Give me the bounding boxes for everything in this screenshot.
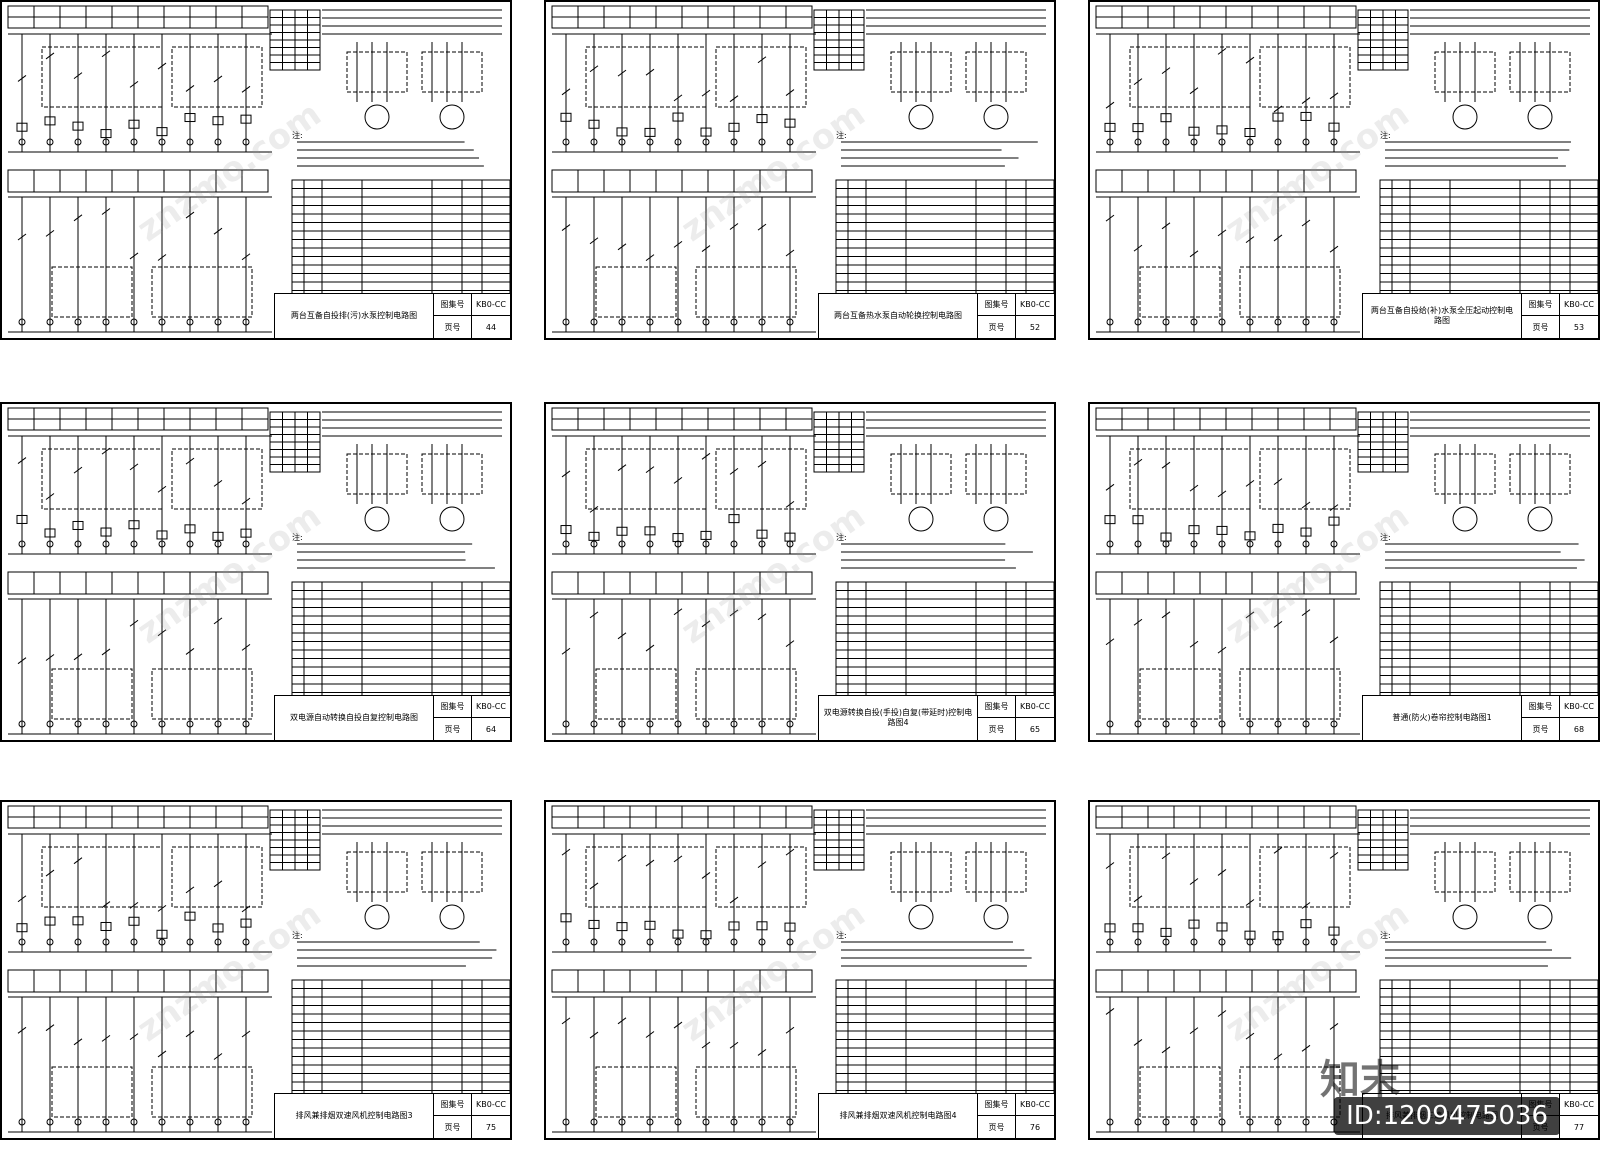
image-id-badge: ID:1209475036 — [1334, 1097, 1560, 1135]
page-number: 68 — [1573, 724, 1585, 734]
sheet-title: 两台互备自投排(污)水泵控制电路图 — [275, 294, 434, 338]
page-label: 页号 — [434, 316, 472, 338]
atlas-number: KB0-CC — [1560, 1094, 1598, 1116]
notes-heading: 注: — [1380, 931, 1391, 940]
circuit-schematic — [7, 407, 510, 735]
notes-heading: 注: — [836, 931, 847, 940]
atlas-number: KB0-CC — [472, 696, 510, 718]
atlas-number: KB0-CC — [1560, 696, 1598, 718]
sheet-title: 排风兼排烟双速风机控制电路图3 — [275, 1094, 434, 1138]
page-number: 75 — [485, 1122, 497, 1132]
atlas-number: KB0-CC — [1560, 294, 1598, 316]
atlas-label: 图集号 — [434, 696, 472, 718]
logo-watermark: 知末 — [1320, 1057, 1400, 1103]
atlas-number: KB0-CC — [472, 1094, 510, 1116]
sheet-title: 双电源自动转换自投自复控制电路图 — [275, 696, 434, 740]
atlas-label: 图集号 — [1522, 696, 1560, 718]
page-label: 页号 — [434, 718, 472, 740]
circuit-schematic — [551, 805, 1054, 1133]
page-number: 65 — [1029, 724, 1041, 734]
notes-heading: 注: — [836, 131, 847, 140]
sheet-title: 两台互备热水泵自动轮换控制电路图 — [819, 294, 978, 338]
page-label: 页号 — [978, 718, 1016, 740]
page-number: 64 — [485, 724, 497, 734]
page-label: 页号 — [978, 316, 1016, 338]
atlas-number: KB0-CC — [1016, 696, 1054, 718]
page-label: 页号 — [1522, 718, 1560, 740]
page-number: 53 — [1573, 322, 1585, 332]
notes-heading: 注: — [292, 533, 303, 542]
notes-heading: 注: — [836, 533, 847, 542]
page-number: 44 — [485, 322, 497, 332]
atlas-number: KB0-CC — [1016, 1094, 1054, 1116]
page-number: 77 — [1573, 1122, 1585, 1132]
circuit-schematic — [551, 5, 1054, 333]
notes-heading: 注: — [292, 131, 303, 140]
atlas-label: 图集号 — [1522, 294, 1560, 316]
circuit-schematic — [7, 805, 510, 1133]
sheet-title: 排风兼排烟双速风机控制电路图4 — [819, 1094, 978, 1138]
circuit-schematic — [7, 5, 510, 333]
sheet-title: 两台互备自投给(补)水泵全压起动控制电路图 — [1363, 294, 1522, 338]
circuit-schematic — [1095, 5, 1598, 333]
atlas-label: 图集号 — [434, 294, 472, 316]
page-label: 页号 — [978, 1116, 1016, 1138]
notes-heading: 注: — [292, 931, 303, 940]
atlas-number: KB0-CC — [1016, 294, 1054, 316]
notes-heading: 注: — [1380, 533, 1391, 542]
page-number: 76 — [1029, 1122, 1041, 1132]
page-label: 页号 — [1522, 316, 1560, 338]
atlas-label: 图集号 — [978, 696, 1016, 718]
sheet-title: 双电源转换自投(手投)自复(带延时)控制电路图4 — [819, 696, 978, 740]
circuit-schematic — [551, 407, 1054, 735]
atlas-label: 图集号 — [434, 1094, 472, 1116]
sheet-title: 普通(防火)卷帘控制电路图1 — [1363, 696, 1522, 740]
page-label: 页号 — [434, 1116, 472, 1138]
page-number: 52 — [1029, 322, 1041, 332]
atlas-label: 图集号 — [978, 294, 1016, 316]
atlas-number: KB0-CC — [472, 294, 510, 316]
notes-heading: 注: — [1380, 131, 1391, 140]
circuit-schematic — [1095, 407, 1598, 735]
atlas-label: 图集号 — [978, 1094, 1016, 1116]
